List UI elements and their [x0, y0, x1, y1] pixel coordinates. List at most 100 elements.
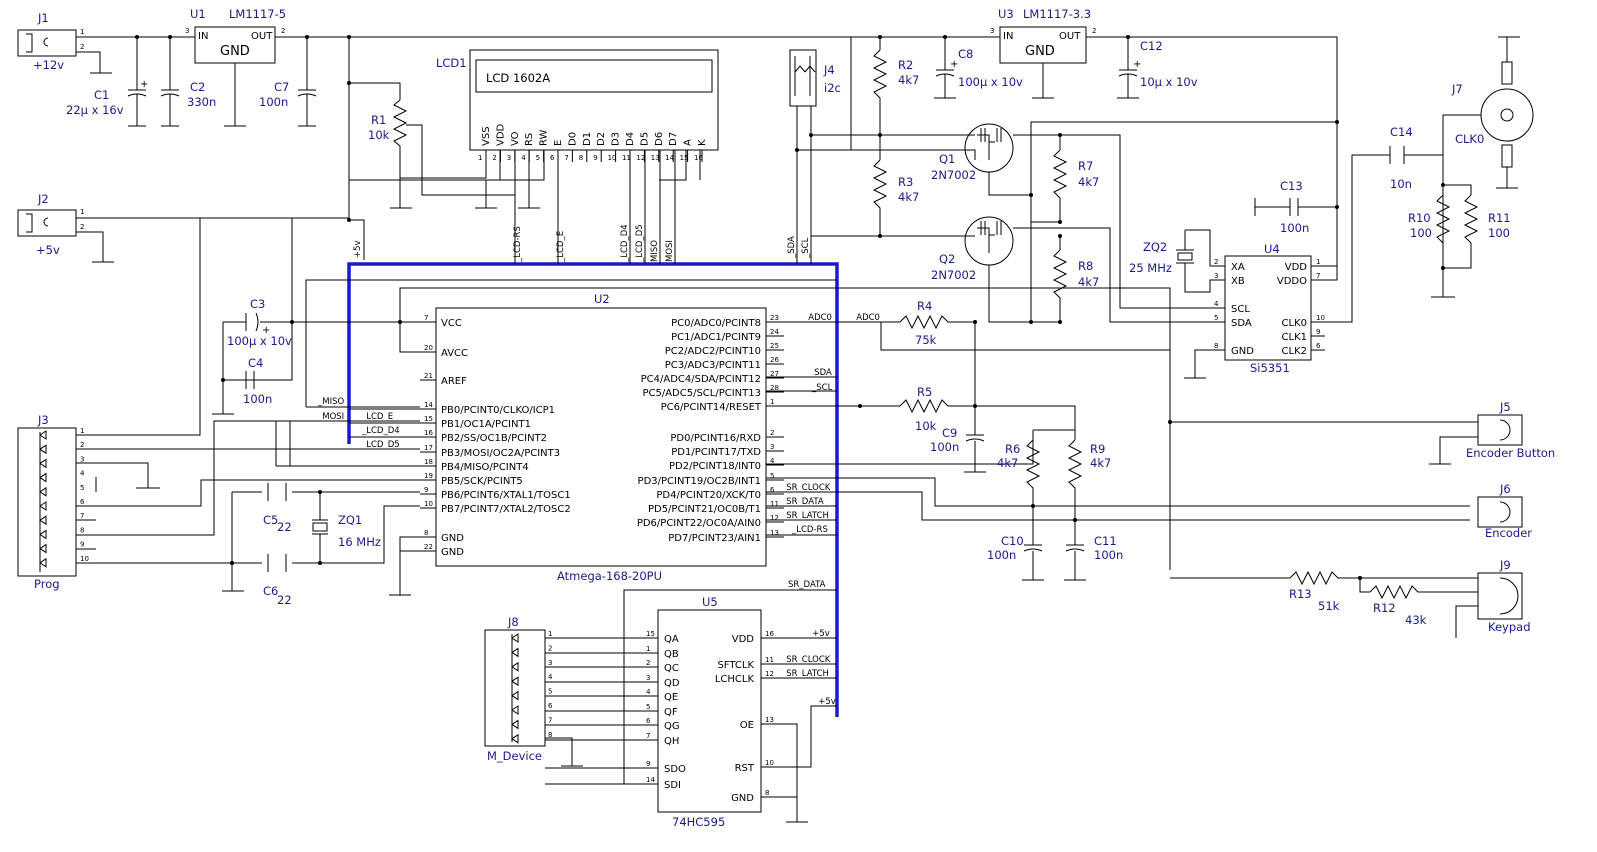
u4-pin-label: SDA	[1231, 318, 1252, 329]
c9-ref: C9	[942, 426, 957, 440]
r8-ref: R8	[1078, 259, 1093, 273]
svg-text:IN: IN	[198, 31, 208, 42]
u2-pin-number: 4	[770, 457, 775, 465]
r3-value: 4k7	[898, 190, 919, 204]
u4-pin-number: 3	[1214, 272, 1218, 280]
u2-pin-label: PC5/ADC5/SCL/PCINT13	[642, 388, 761, 399]
u5-pin-label: QC	[664, 663, 679, 674]
r1-value: 10k	[368, 128, 390, 142]
svg-text:_MISO: _MISO	[317, 397, 344, 407]
r13-ref: R13	[1289, 587, 1312, 601]
c6-value: 22	[277, 593, 292, 607]
u2-pin-label: PC3/ADC3/PCINT11	[665, 360, 761, 371]
lcd1-pin-label: VDD	[495, 123, 506, 146]
j1-connector: J1 +12v 1 2	[17, 11, 84, 72]
u2-pin-label: PB6/PCINT6/XTAL1/TOSC1	[441, 490, 571, 501]
r3-ref: R3	[898, 175, 913, 189]
j5-connector: J5 Encoder Button	[1466, 400, 1555, 460]
lcd1-pin-number: 9	[593, 154, 597, 162]
c5-value: 22	[277, 520, 292, 534]
c2-value: 330n	[187, 95, 216, 109]
u5-pin-label: SDO	[664, 764, 686, 775]
svg-text:3: 3	[185, 27, 189, 35]
r5-value: 10k	[915, 419, 937, 433]
svg-text:_LCD_D4: _LCD_D4	[361, 426, 400, 436]
u5-pin-label: RST	[735, 763, 755, 774]
u2-pin-label: PB0/PCINT0/CLKO/ICP1	[441, 405, 555, 416]
u2-pin-label: PD1/PCINT17/TXD	[671, 447, 761, 458]
c3-ref: C3	[250, 297, 265, 311]
c8-ref: C8	[958, 47, 973, 61]
u2-pin-number: 7	[424, 314, 428, 322]
j2-value: +5v	[36, 243, 60, 257]
u1-value: LM1117-5	[229, 7, 286, 21]
j9-ref: J9	[1499, 558, 1511, 572]
c2-ref: C2	[190, 80, 205, 94]
r10-value: 100	[1410, 226, 1432, 240]
u2-pin-label: PC4/ADC4/SDA/PCINT12	[641, 374, 761, 385]
svg-text:MISO: MISO	[650, 240, 660, 262]
u2-pin-number: 9	[424, 486, 428, 494]
u2-pin-label: PD5/PCINT21/OC0B/T1	[648, 504, 761, 515]
c4-ref: C4	[248, 356, 263, 370]
j3-pin-number: 6	[80, 498, 85, 506]
lcd1-ref: LCD1	[436, 56, 467, 70]
lcd1-pin-number: 12	[636, 154, 645, 162]
c9-value: 100n	[930, 440, 959, 454]
lcd1-pin-number: 4	[521, 154, 526, 162]
u1-regulator: U1 LM1117-5 IN OUT GND 3 2	[185, 7, 286, 64]
u2-pin-label: PD4/PCINT20/XCK/T0	[656, 490, 761, 501]
u2-pin-number: 1	[770, 398, 774, 406]
c12-ref: C12	[1140, 39, 1163, 53]
lcd1-pin-label: D1	[582, 132, 593, 146]
u2-pin-number: 2	[770, 429, 774, 437]
svg-text:_LCD_D5: _LCD_D5	[361, 440, 400, 450]
u4-pin-label: XB	[1231, 276, 1245, 287]
u2-pin-number: 3	[770, 443, 774, 451]
q2-mosfet: Q2 2N7002	[931, 216, 1014, 282]
lcd1-pin-number: 8	[579, 154, 583, 162]
j3-pin-number: 1	[80, 427, 84, 435]
lcd1-pin-number: 6	[550, 154, 555, 162]
svg-text:2: 2	[80, 223, 84, 231]
u2-pin-label: PB5/SCK/PCINT5	[441, 476, 523, 487]
svg-text:SR_DATA: SR_DATA	[788, 580, 826, 590]
u5-pin-number: 15	[646, 630, 655, 638]
u2-pin-label: GND	[441, 547, 464, 558]
u4-pin-number: 9	[1316, 328, 1320, 336]
u4-pin-number: 5	[1214, 314, 1218, 322]
j8-value: M_Device	[487, 749, 542, 763]
c11-ref: C11	[1094, 534, 1117, 548]
j2-ref: J2	[37, 192, 49, 206]
svg-text:_LCD_E: _LCD_E	[556, 231, 566, 263]
svg-text:+: +	[140, 79, 148, 90]
c4-value: 100n	[243, 392, 272, 406]
c10-value: 100n	[987, 548, 1016, 562]
lcd1-pin-number: 7	[564, 154, 568, 162]
lcd1-pin-label: A	[683, 139, 694, 146]
lcd1-pin-label: D2	[596, 132, 607, 146]
u5-pin-label: QD	[664, 678, 680, 689]
u4-pin-number: 8	[1214, 342, 1218, 350]
lcd1-pin-number: 2	[492, 154, 496, 162]
r7-ref: R7	[1078, 159, 1093, 173]
svg-text:_LCD_D5: _LCD_D5	[635, 224, 645, 263]
u2-pin-number: 8	[424, 529, 428, 537]
u2-pin-label: PC2/ADC2/PCINT10	[665, 346, 761, 357]
j8-pin-number: 7	[548, 716, 552, 724]
j8-ref: J8	[507, 615, 519, 629]
u4-ref: U4	[1264, 242, 1280, 256]
u2-pin-number: 5	[770, 472, 774, 480]
c7-value: 100n	[259, 95, 288, 109]
lcd1-pin-label: D7	[668, 132, 679, 146]
u2-pin-label: PD3/PCINT19/OC2B/INT1	[638, 476, 761, 487]
c1-value: 22µ x 16v	[66, 103, 124, 117]
j9-value: Keypad	[1488, 620, 1531, 634]
u2-pin-label: PD0/PCINT16/RXD	[670, 433, 761, 444]
u2-pin-number: 26	[770, 356, 779, 364]
u2-pin-label: VCC	[441, 318, 462, 329]
svg-text:_LCD_D4: _LCD_D4	[620, 224, 630, 263]
lcd1-pin-number: 10	[608, 154, 617, 162]
